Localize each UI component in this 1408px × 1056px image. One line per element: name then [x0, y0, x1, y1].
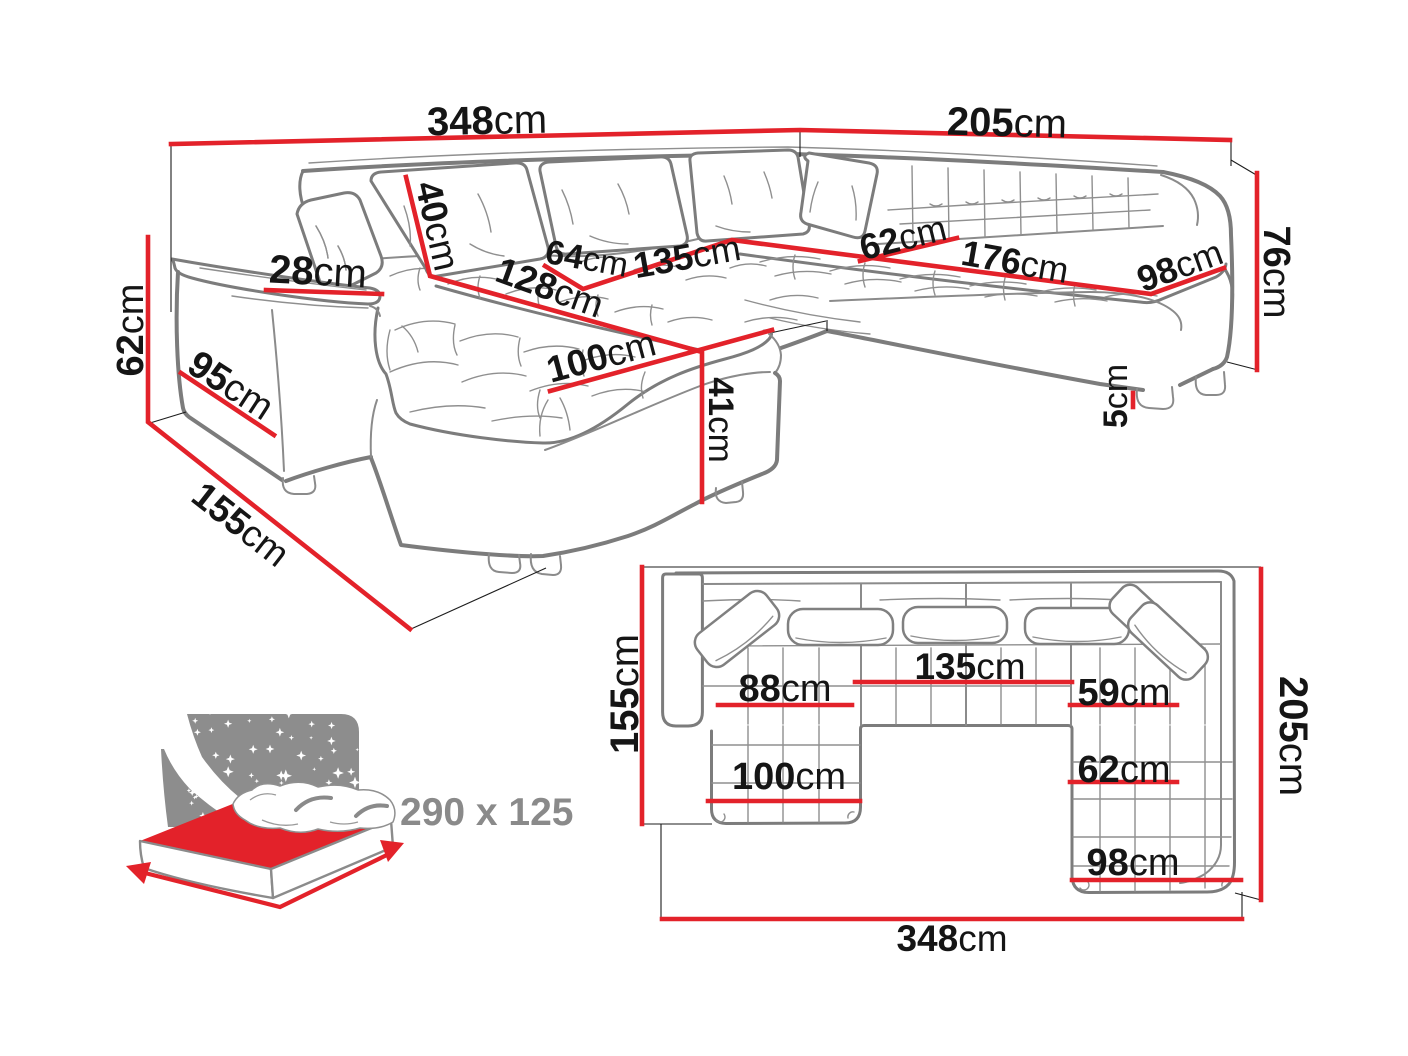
- svg-text:290 x 125: 290 x 125: [400, 791, 574, 834]
- svg-text:5cm: 5cm: [1097, 364, 1135, 428]
- svg-text:62cm: 62cm: [110, 284, 152, 377]
- svg-text:98cm: 98cm: [1087, 842, 1180, 884]
- svg-text:59cm: 59cm: [1078, 672, 1171, 714]
- svg-text:135cm: 135cm: [914, 646, 1025, 687]
- svg-text:348cm: 348cm: [896, 918, 1007, 959]
- svg-text:88cm: 88cm: [739, 668, 832, 710]
- svg-text:155cm: 155cm: [603, 634, 647, 754]
- svg-text:348cm: 348cm: [427, 98, 548, 145]
- svg-text:100cm: 100cm: [732, 756, 846, 798]
- svg-text:205cm: 205cm: [1271, 676, 1315, 796]
- svg-text:205cm: 205cm: [946, 100, 1067, 147]
- svg-text:28cm: 28cm: [268, 247, 368, 296]
- svg-text:62cm: 62cm: [1078, 749, 1171, 791]
- svg-text:76cm: 76cm: [1255, 226, 1297, 319]
- svg-text:41cm: 41cm: [701, 377, 740, 463]
